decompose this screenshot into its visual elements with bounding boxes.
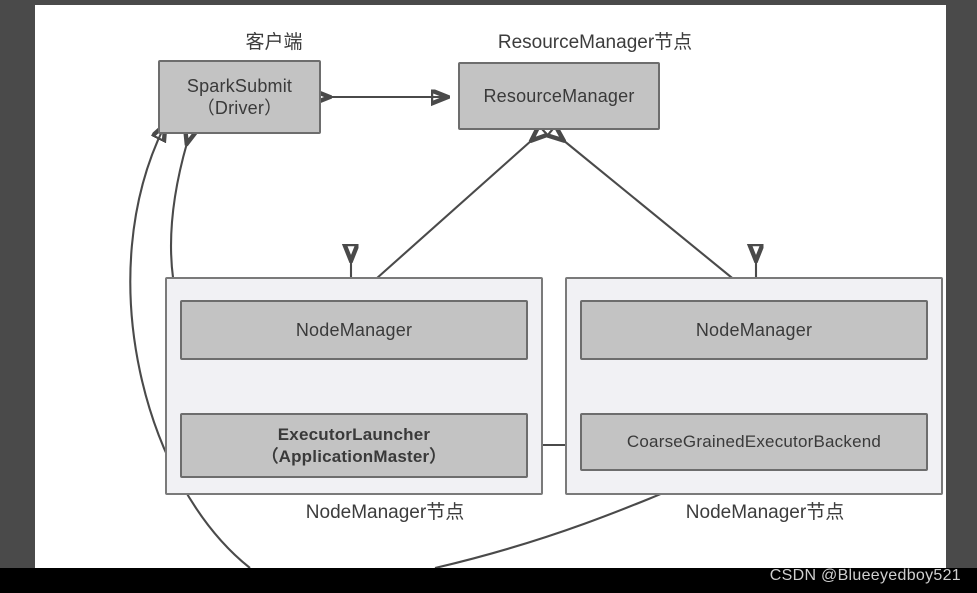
edge-resourcemanager-nodemanager-left bbox=[358, 140, 532, 295]
node-coarse-grained-executor-backend[interactable]: CoarseGrainedExecutorBackend bbox=[580, 413, 928, 471]
bottom-bar bbox=[0, 568, 977, 593]
edge-resourcemanager-nodemanager-right bbox=[563, 140, 753, 295]
node-spark-submit-label-1: SparkSubmit bbox=[186, 75, 293, 96]
node-spark-submit-label-2: （Driver） bbox=[196, 98, 283, 118]
node-nodemanager-right-label: NodeManager bbox=[695, 319, 813, 340]
node-nodemanager-left[interactable]: NodeManager bbox=[180, 300, 528, 360]
node-resource-manager[interactable]: ResourceManager bbox=[458, 62, 660, 130]
node-executor-launcher-label-2: （ApplicationMaster） bbox=[261, 446, 447, 466]
caption-resourcemanager-node: ResourceManager节点 bbox=[497, 32, 693, 53]
caption-nodemanager-node-left: NodeManager节点 bbox=[305, 502, 465, 523]
node-executor-launcher-label-1: ExecutorLauncher bbox=[277, 425, 431, 445]
node-nodemanager-right[interactable]: NodeManager bbox=[580, 300, 928, 360]
caption-client: 客户端 bbox=[245, 32, 303, 53]
node-coarse-grained-executor-backend-label: CoarseGrainedExecutorBackend bbox=[626, 432, 882, 452]
node-spark-submit[interactable]: SparkSubmit （Driver） bbox=[158, 60, 321, 134]
diagram-canvas: 客户端 ResourceManager节点 NodeManager节点 Node… bbox=[35, 5, 946, 568]
node-nodemanager-left-label: NodeManager bbox=[295, 319, 413, 340]
node-resource-manager-label: ResourceManager bbox=[483, 85, 635, 106]
node-executor-launcher[interactable]: ExecutorLauncher （ApplicationMaster） bbox=[180, 413, 528, 478]
watermark-text: CSDN @Blueeyedboy521 bbox=[769, 567, 961, 584]
caption-nodemanager-node-right: NodeManager节点 bbox=[685, 502, 845, 523]
